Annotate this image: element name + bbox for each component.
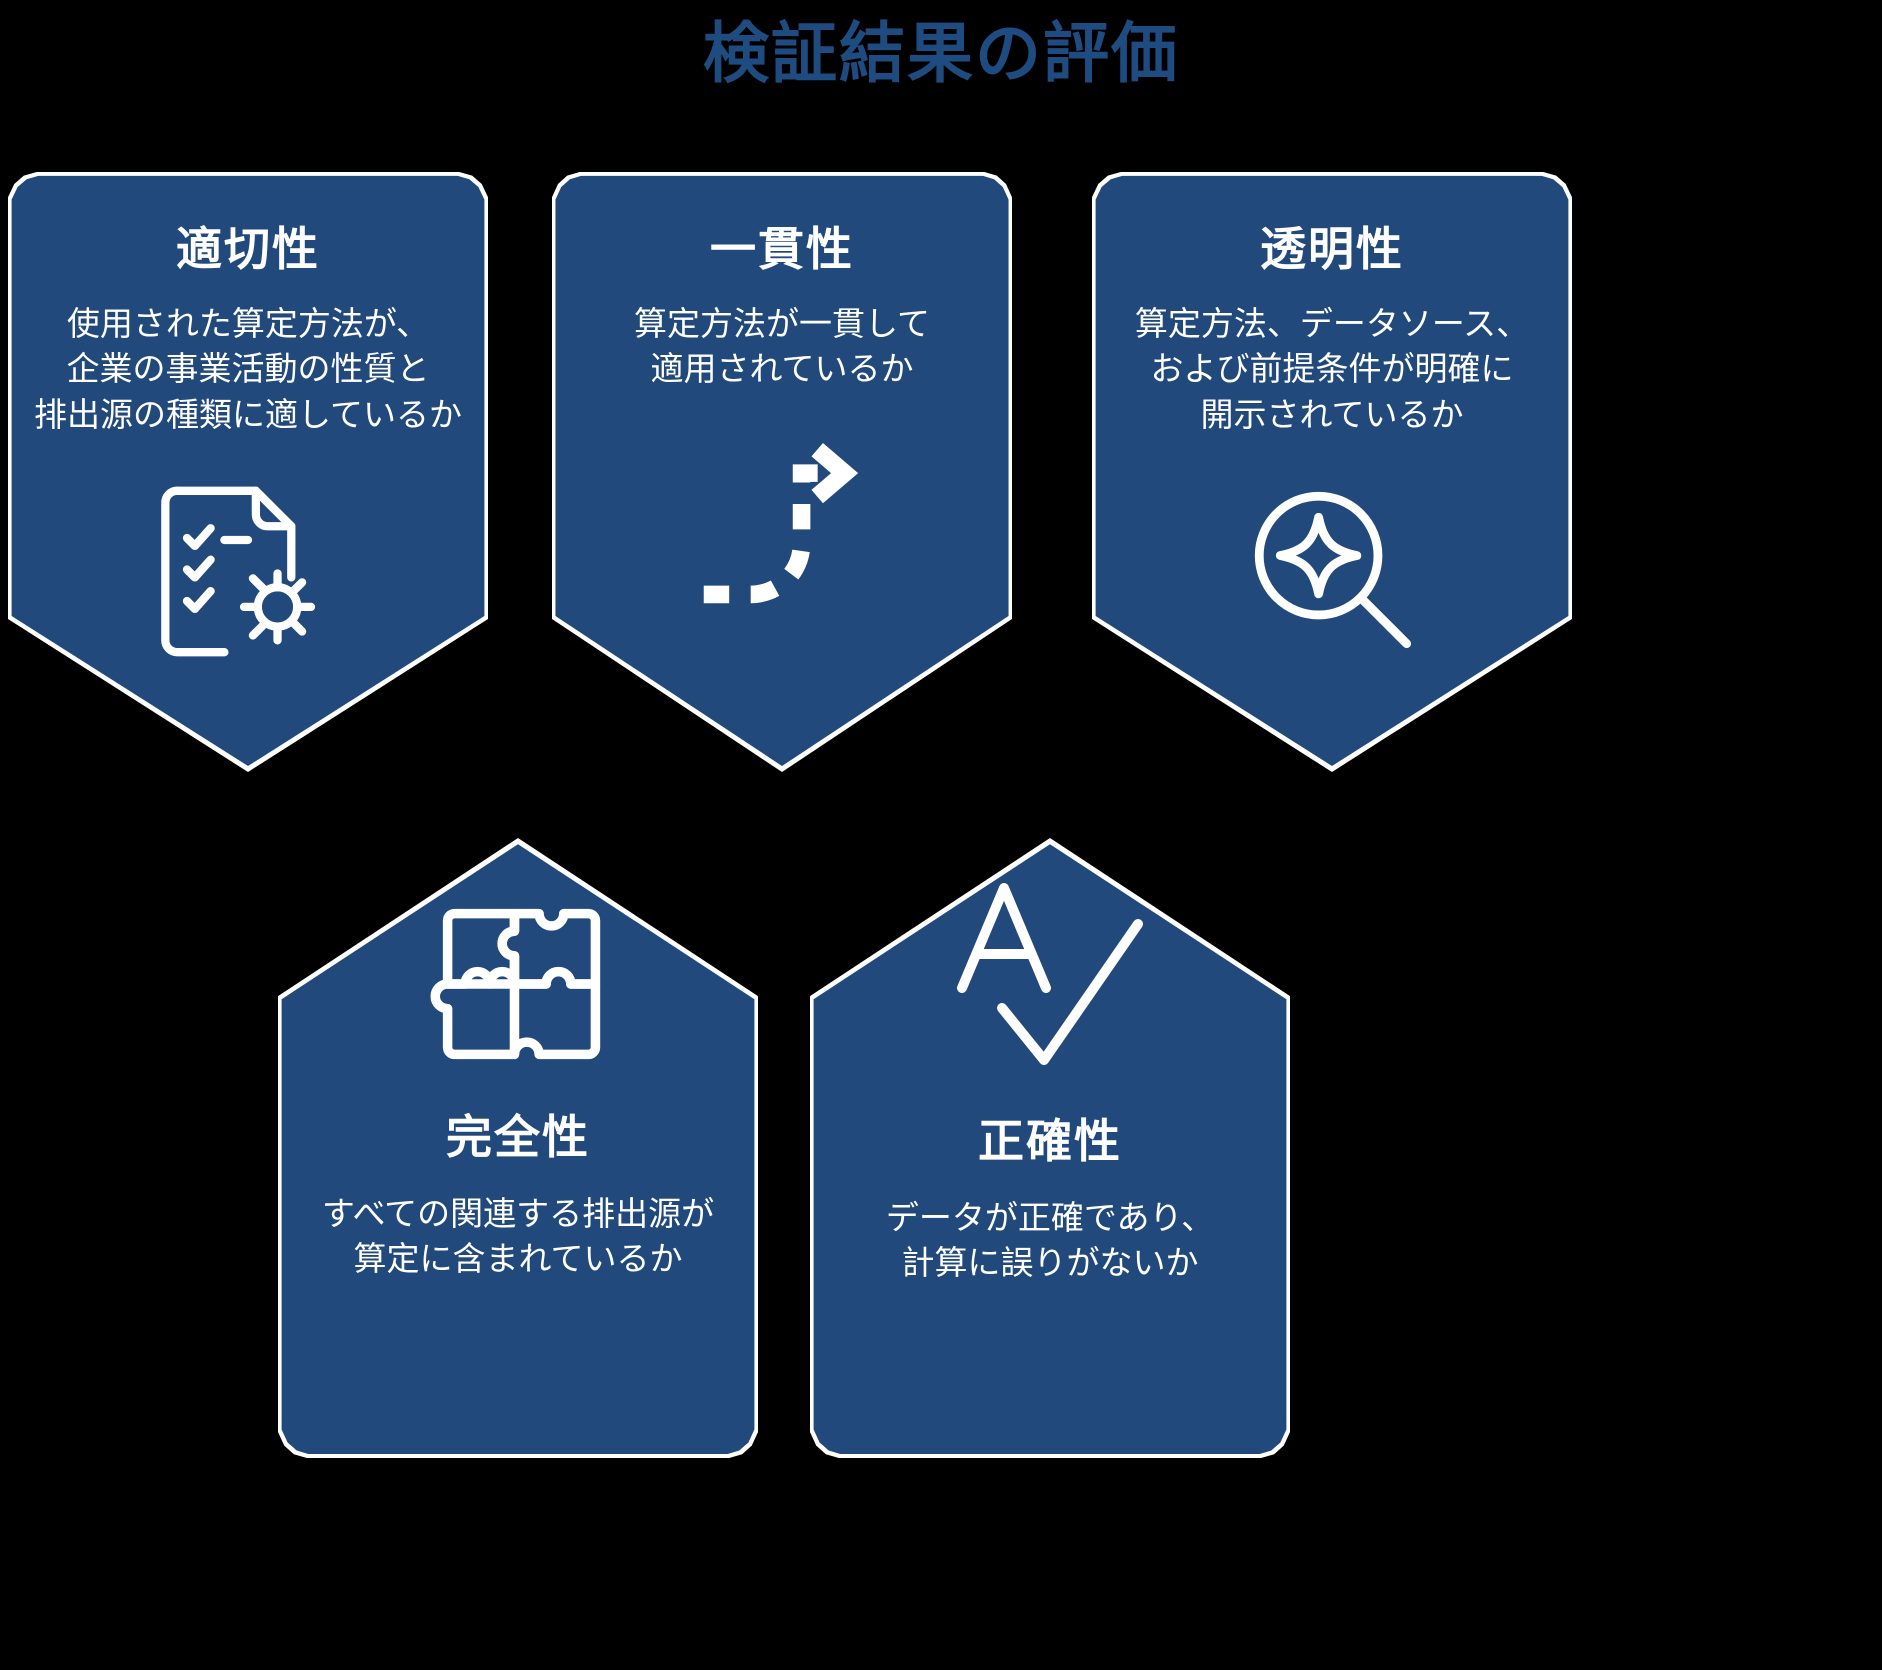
card-title: 正確性 bbox=[978, 1115, 1122, 1167]
puzzle-pieces-icon bbox=[430, 896, 606, 1072]
card-body: 算定方法が一貫して 適用されているか bbox=[633, 304, 930, 388]
card-suitability[interactable]: 適切性 使用された算定方法が、 企業の事業活動の性質と 排出源の種類に適している… bbox=[8, 172, 488, 772]
card-body: すべての関連する排出源が 算定に含まれているか bbox=[321, 1194, 715, 1278]
card-content: 正確性 データが正確であり、 計算に誤りがないか bbox=[810, 838, 1290, 1458]
document-checklist-gear-icon bbox=[153, 479, 343, 664]
card-content: 一貫性 算定方法が一貫して 適用されているか bbox=[552, 172, 1012, 772]
card-title: 完全性 bbox=[446, 1111, 590, 1163]
dashed-arrow-path-icon bbox=[692, 434, 872, 614]
card-title: 適切性 bbox=[176, 223, 320, 275]
letter-a-checkmark-icon bbox=[950, 880, 1150, 1076]
card-body: 使用された算定方法が、 企業の事業活動の性質と 排出源の種類に適しているか bbox=[33, 304, 462, 433]
magnifier-sparkle-icon bbox=[1242, 479, 1422, 659]
card-body: データが正確であり、 計算に誤りがないか bbox=[885, 1198, 1215, 1282]
card-accuracy[interactable]: 正確性 データが正確であり、 計算に誤りがないか bbox=[810, 838, 1290, 1458]
card-consistency[interactable]: 一貫性 算定方法が一貫して 適用されているか bbox=[552, 172, 1012, 772]
card-transparency[interactable]: 透明性 算定方法、データソース、 および前提条件が明確に 開示されているか bbox=[1092, 172, 1572, 772]
card-title: 一貫性 bbox=[710, 223, 854, 275]
card-content: 透明性 算定方法、データソース、 および前提条件が明確に 開示されているか bbox=[1092, 172, 1572, 772]
card-body: 算定方法、データソース、 および前提条件が明確に 開示されているか bbox=[1134, 304, 1530, 433]
card-title: 透明性 bbox=[1260, 223, 1404, 275]
card-completeness[interactable]: 完全性 すべての関連する排出源が 算定に含まれているか bbox=[278, 838, 758, 1458]
card-content: 完全性 すべての関連する排出源が 算定に含まれているか bbox=[278, 838, 758, 1458]
card-content: 適切性 使用された算定方法が、 企業の事業活動の性質と 排出源の種類に適している… bbox=[8, 172, 488, 772]
page-title: 検証結果の評価 bbox=[703, 16, 1179, 90]
